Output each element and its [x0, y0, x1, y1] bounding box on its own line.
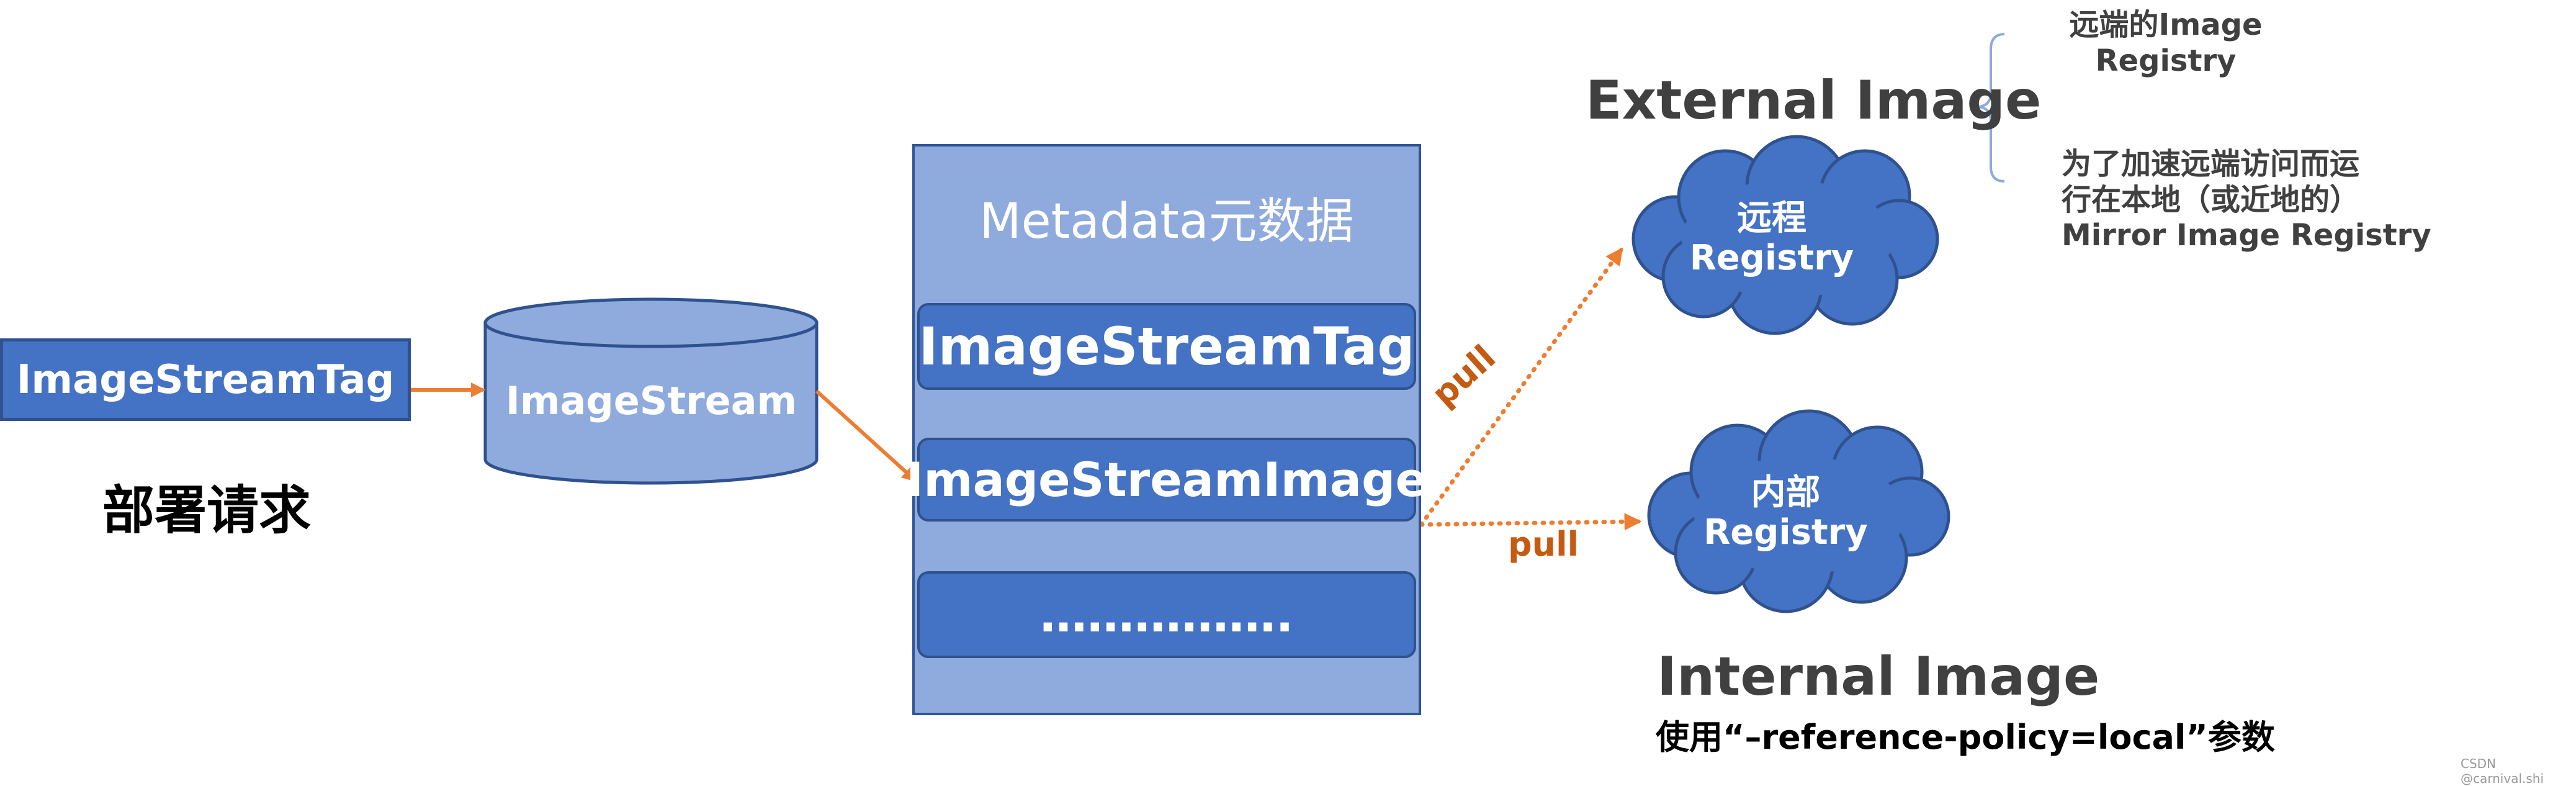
imagestreamtag-label: ImageStreamTag — [16, 356, 395, 403]
note-line: Mirror Image Registry — [2062, 218, 2431, 253]
cloud-label-line: 内部 — [1751, 472, 1821, 513]
imagestream-cylinder — [483, 297, 819, 485]
metadata-row-imagestreamimage: ImageStreamImage — [906, 438, 1427, 522]
external-image-title: External Image — [1586, 70, 2042, 132]
internal-registry-label: 内部 Registry — [1676, 472, 1896, 553]
note-line: 行在本地（或近地的） — [2062, 182, 2360, 217]
note-mirror-registry: 为了加速远端访问而运 行在本地（或近地的） Mirror Image Regis… — [2062, 147, 2446, 254]
imagestream-label: ImageStream — [505, 377, 797, 423]
note-remote-registry: 远端的Image Registry — [2048, 7, 2284, 79]
curly-brace — [1978, 33, 2005, 183]
cloud-remote-registry — [1631, 135, 1939, 335]
cloud-internal-registry — [1647, 409, 1950, 613]
cloud-label-line: Registry — [1703, 512, 1868, 553]
metadata-row-ellipsis: ……………. — [917, 571, 1416, 658]
note-line: 为了加速远端访问而运 — [2062, 147, 2360, 181]
note-line: Registry — [2095, 43, 2237, 78]
internal-image-title: Internal Image — [1657, 646, 2100, 708]
metadata-row-label: ……………. — [1039, 587, 1294, 643]
metadata-title: Metadata元数据 — [979, 194, 1354, 250]
cloud-label-line: Registry — [1689, 238, 1854, 279]
imagestreamtag-box: ImageStreamTag — [0, 338, 411, 421]
pull-label-internal: pull — [1508, 525, 1579, 564]
metadata-row-label: ImageStreamImage — [906, 452, 1427, 507]
metadata-row-imagestreamtag: ImageStreamTag — [917, 303, 1416, 390]
watermark: CSDN @carnival.shi — [2461, 756, 2544, 786]
metadata-row-label: ImageStreamTag — [918, 316, 1415, 377]
arrow-imagestream-to-metadata — [815, 389, 917, 482]
note-line: 远端的Image — [2069, 7, 2263, 42]
remote-registry-label: 远程 Registry — [1657, 198, 1887, 279]
arrow-pull-internal — [1419, 513, 1642, 531]
deploy-request-label: 部署请求 — [102, 480, 312, 541]
internal-image-subtitle: 使用“–reference-policy=local”参数 — [1656, 718, 2275, 757]
cloud-label-line: 远程 — [1737, 198, 1806, 238]
